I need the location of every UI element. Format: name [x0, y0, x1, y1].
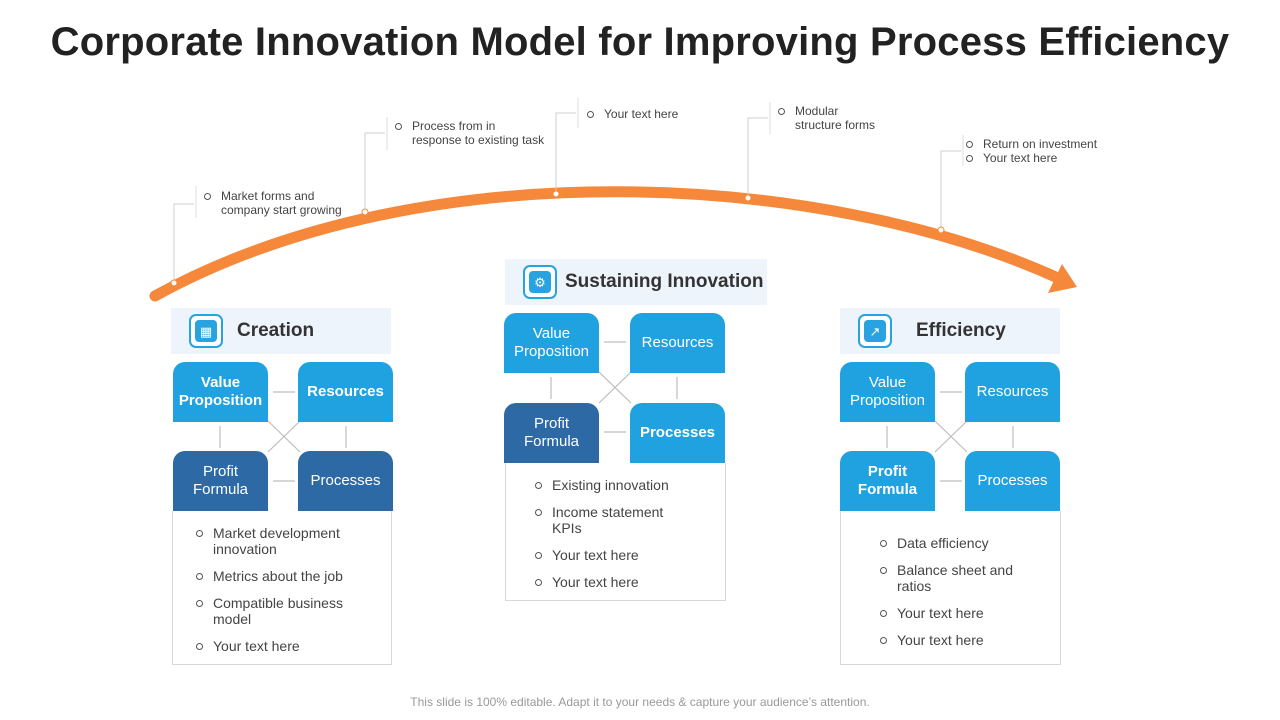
creation-title: Creation [237, 320, 315, 341]
creation-resources-tile: Resources [298, 362, 393, 422]
efficiency-processes-tile: Processes [965, 451, 1060, 511]
sustaining-processes-tile: Processes [630, 403, 725, 463]
arc-point-3 [552, 190, 560, 198]
connector-line-5 [940, 150, 961, 230]
connector-line-2 [364, 132, 385, 212]
sustaining-innovation-header: ⚙ Sustaining Innovation [505, 259, 767, 305]
list-item: Existing innovation [534, 477, 725, 493]
callout-2: Process from in response to existing tas… [394, 119, 544, 147]
callout-1-text: Market forms and company start growing [203, 189, 342, 217]
callout-3: Your text here [586, 107, 678, 121]
list-item: Your text here [534, 574, 725, 590]
list-item: Your text here [879, 605, 1060, 621]
callout-3-text: Your text here [586, 107, 678, 121]
callout-4: Modular structure forms [777, 104, 875, 132]
callout-1: Market forms and company start growing [203, 189, 342, 217]
building-icon: ▦ [189, 314, 223, 348]
arc-point-4 [744, 194, 752, 202]
efficiency-value-proposition-tile: Value Proposition [840, 362, 935, 422]
growth-chart-icon: ↗ [858, 314, 892, 348]
efficiency-resources-tile: Resources [965, 362, 1060, 422]
sustaining-bullet-list: Existing innovation Income statement KPI… [505, 463, 726, 601]
arc-arrowhead [1048, 264, 1077, 293]
timeline-arc [149, 186, 1064, 302]
sustaining-value-proposition-tile: Value Proposition [504, 313, 599, 373]
efficiency-bullet-list: Data efficiency Balance sheet and ratios… [840, 511, 1061, 665]
sustaining-profit-formula-tile: Profit Formula [504, 403, 599, 463]
list-item: Income statement KPIs [534, 504, 725, 536]
footer-note: This slide is 100% editable. Adapt it to… [410, 695, 870, 709]
list-item: Data efficiency [879, 535, 1060, 551]
sustaining-resources-tile: Resources [630, 313, 725, 373]
list-item: Metrics about the job [195, 568, 391, 584]
list-item: Your text here [879, 632, 1060, 648]
connector-line-1 [173, 203, 194, 283]
callout-2-text: Process from in response to existing tas… [394, 119, 544, 147]
list-item: Market development innovation [195, 525, 391, 557]
efficiency-header: ↗ Efficiency [840, 308, 1060, 354]
panel-2-connectors [550, 341, 678, 433]
gears-icon: ⚙ [523, 265, 557, 299]
creation-processes-tile: Processes [298, 451, 393, 511]
callout-5: Return on investment Your text here [965, 137, 1097, 165]
panel-3-connectors [886, 391, 1014, 482]
list-item: Your text here [534, 547, 725, 563]
creation-bullet-list: Market development innovation Metrics ab… [172, 511, 392, 665]
panel-1-connectors [219, 391, 347, 482]
list-item: Balance sheet and ratios [879, 562, 1060, 594]
callout-5-text-1: Return on investment [965, 137, 1097, 151]
page-title: Corporate Innovation Model for Improving… [50, 20, 1230, 64]
sustaining-innovation-title: Sustaining Innovation [565, 271, 764, 292]
creation-profit-formula-tile: Profit Formula [173, 451, 268, 511]
arc-point-5 [937, 226, 945, 234]
creation-header: ▦ Creation [171, 308, 391, 354]
efficiency-title: Efficiency [916, 320, 1006, 341]
callout-5-text-2: Your text here [965, 151, 1097, 165]
list-item: Your text here [195, 638, 391, 654]
callout-4-text: Modular structure forms [777, 104, 875, 132]
list-item: Compatible business model [195, 595, 391, 627]
arc-point-1 [170, 279, 178, 287]
arc-point-2 [361, 208, 369, 216]
creation-value-proposition-tile: Value Proposition [173, 362, 268, 422]
efficiency-profit-formula-tile: Profit Formula [840, 451, 935, 511]
connector-line-3 [555, 112, 576, 194]
connector-line-4 [747, 117, 768, 198]
